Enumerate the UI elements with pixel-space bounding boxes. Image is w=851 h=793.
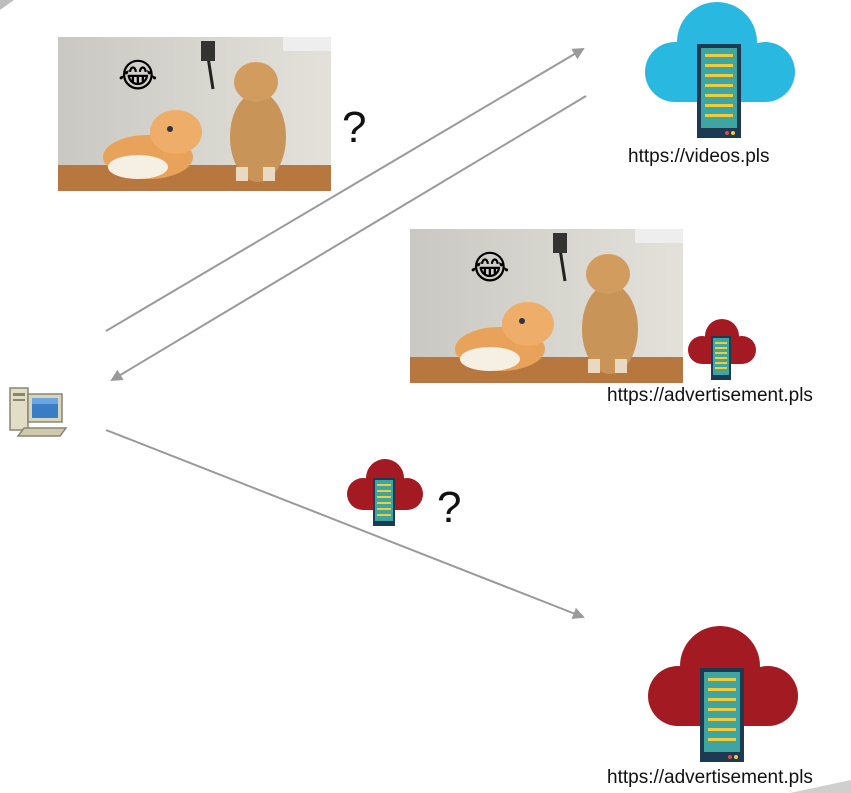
arrow-videos-to-client bbox=[110, 95, 587, 382]
question-mark-middle: ? bbox=[437, 483, 462, 532]
advertisement-server-icon-large bbox=[648, 626, 798, 762]
question-mark-top: ? bbox=[342, 103, 367, 152]
cat-photo-top: 😂 bbox=[58, 37, 331, 191]
advertisement-server-label-bottom: https://advertisement.pls bbox=[607, 767, 813, 788]
corner-decoration-top bbox=[0, 0, 14, 10]
corner-decoration bbox=[790, 780, 851, 793]
laughing-emoji: 😂 bbox=[470, 249, 510, 287]
videos-server-label: https://videos.pls bbox=[628, 146, 770, 167]
arrow-client-to-videos bbox=[105, 47, 585, 332]
videos-server-icon bbox=[645, 2, 795, 138]
cat-photo-with-ad: 😂 bbox=[410, 229, 683, 383]
advertisement-server-icon-small bbox=[688, 319, 756, 380]
laughing-emoji: 😂 bbox=[118, 57, 158, 95]
advertisement-server-icon-on-arrow bbox=[347, 459, 423, 526]
arrow-client-to-advertisement bbox=[105, 429, 585, 619]
advertisement-server-label-inline: https://advertisement.pls bbox=[607, 385, 813, 406]
computer-icon bbox=[9, 387, 68, 437]
